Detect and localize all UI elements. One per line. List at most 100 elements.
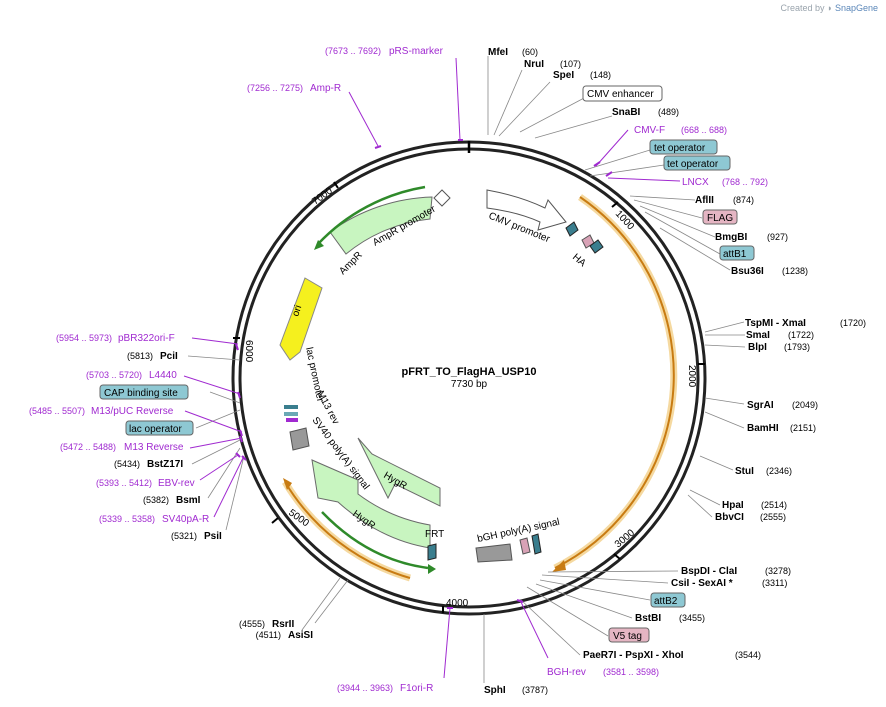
cmv-enhancer-label: CMV enhancer [587, 89, 654, 100]
primer-range: (5393 .. 5412) [96, 478, 152, 488]
flag-label: FLAG [707, 213, 733, 224]
tet-operator-box [649, 139, 718, 155]
enzyme-pos: (1793) [784, 342, 810, 352]
enzyme-name: AflII [695, 195, 714, 206]
leader-lines [187, 56, 746, 683]
insert-arc-arrow [554, 196, 675, 569]
snapgene-logo-icon: ◗ [827, 3, 833, 13]
tick-label: 2000 [686, 365, 697, 388]
primer-range: (3581 .. 3598) [603, 667, 659, 677]
lac-operator-mark [284, 405, 298, 409]
primer-name: BGH-rev [547, 667, 586, 678]
primer-name: M13/pUC Reverse [91, 406, 174, 417]
sv40-polya-block [289, 427, 310, 451]
enzyme-pos: (2049) [792, 400, 818, 410]
enzyme-pos: (60) [522, 47, 538, 57]
primer-name: SV40pA-R [162, 514, 209, 525]
primer-marks [235, 139, 613, 609]
attb2-mark [531, 533, 542, 555]
enzyme-pos: (1722) [788, 330, 814, 340]
primer-range: (5472 .. 5488) [60, 442, 116, 452]
enzyme-name: CsiI - SexAI * [671, 578, 733, 589]
primers-right: CMV-F (668 .. 688) LNCX (768 .. 792) BGH… [547, 125, 768, 678]
hygr-green-line [321, 511, 429, 570]
ori-label: ori [290, 304, 304, 318]
tick-label: 6000 [243, 340, 254, 363]
enzyme-name: AsiSI [288, 630, 313, 641]
primer-range: (5339 .. 5358) [99, 514, 155, 524]
hygr-green-head [428, 564, 436, 574]
enzyme-pos: (5382) [143, 495, 169, 505]
frt-mark [427, 543, 437, 561]
primer-range: (768 .. 792) [722, 177, 768, 187]
attb1-mark [589, 239, 604, 254]
hygr-arrow-1 [357, 437, 441, 507]
enzyme-name: BsmI [176, 495, 201, 506]
enzyme-pos: (5434) [114, 459, 140, 469]
v5-tag-label: V5 tag [613, 631, 642, 642]
enzyme-name: Bsu36I [731, 266, 764, 277]
cap-binding-site-label: CAP binding site [104, 388, 178, 399]
cap-site-mark [284, 412, 298, 416]
enzyme-pos: (489) [658, 107, 679, 117]
enzyme-pos: (2151) [790, 423, 816, 433]
v5-tag-box [608, 627, 650, 643]
primers-left: (7673 .. 7692) pRS-marker (7256 .. 7275)… [29, 46, 444, 694]
enzyme-pos: (107) [560, 59, 581, 69]
enzyme-pos: (3544) [735, 650, 761, 660]
primer-name: LNCX [682, 177, 709, 188]
enzyme-name: BspDI - ClaI [681, 566, 737, 577]
attb1-label: attB1 [723, 249, 747, 260]
primer-name: Amp-R [310, 83, 341, 94]
enzyme-pos: (2514) [761, 500, 787, 510]
primer-range: (5703 .. 5720) [86, 370, 142, 380]
enzyme-pos: (3278) [765, 566, 791, 576]
enzymes-right: MfeI (60) NruI (107) SpeI (148) SnaBI (4… [484, 47, 866, 696]
enzyme-pos: (874) [733, 195, 754, 205]
ampr-green-line [317, 185, 426, 245]
primer-name: EBV-rev [158, 478, 195, 489]
ampr-promoter-arrow [433, 189, 451, 207]
enzyme-name: BstBI [635, 613, 661, 624]
enzyme-name: SnaBI [612, 107, 641, 118]
ampr-green-head [314, 240, 324, 250]
insert-arrowhead [552, 560, 566, 572]
attb2-label: attB2 [654, 596, 678, 607]
primer-range: (5485 .. 5507) [29, 406, 85, 416]
cmv-enhancer-box [582, 85, 663, 102]
tick-marks [233, 181, 705, 613]
snapgene-credit: Created by ◗ SnapGene [780, 3, 878, 13]
primer-range: (7256 .. 7275) [247, 83, 303, 93]
enzyme-name: SpeI [553, 70, 574, 81]
hygr-arc-arrowhead [283, 478, 292, 490]
m13-mark [286, 418, 298, 422]
enzyme-name: BstZ17I [147, 459, 183, 470]
credit-prefix: Created by [780, 3, 825, 13]
flag-box [702, 209, 738, 225]
enzyme-name: PciI [160, 351, 178, 362]
enzyme-name: PsiI [204, 531, 222, 542]
primer-lines [183, 57, 681, 679]
primer-name: pBR322ori-F [118, 333, 175, 344]
enzyme-name: NruI [524, 59, 544, 70]
enzyme-name: BamHI [747, 423, 779, 434]
primer-range: (5954 .. 5973) [56, 333, 112, 343]
ha-label: HA [570, 252, 588, 270]
enzyme-name: RsrII [272, 619, 294, 630]
tick-label: 7000 [310, 185, 335, 207]
enzyme-pos: (5321) [171, 531, 197, 541]
primer-range: (668 .. 688) [681, 125, 727, 135]
cmv-promoter-arrow [486, 189, 567, 231]
enzyme-pos: (3787) [522, 685, 548, 695]
tet-op-mark [565, 221, 579, 237]
enzyme-pos: (5813) [127, 351, 153, 361]
enzyme-name: StuI [735, 466, 754, 477]
enzyme-name: SmaI [746, 330, 770, 341]
lac-operator-label: lac operator [129, 424, 182, 435]
enzyme-pos: (927) [767, 232, 788, 242]
enzyme-pos: (148) [590, 70, 611, 80]
enzyme-name: PaeR7I - PspXI - XhoI [583, 650, 684, 661]
attb2-box [650, 592, 686, 608]
enzyme-pos: (4555) [239, 619, 265, 629]
enzyme-name: BbvCI [715, 512, 744, 523]
